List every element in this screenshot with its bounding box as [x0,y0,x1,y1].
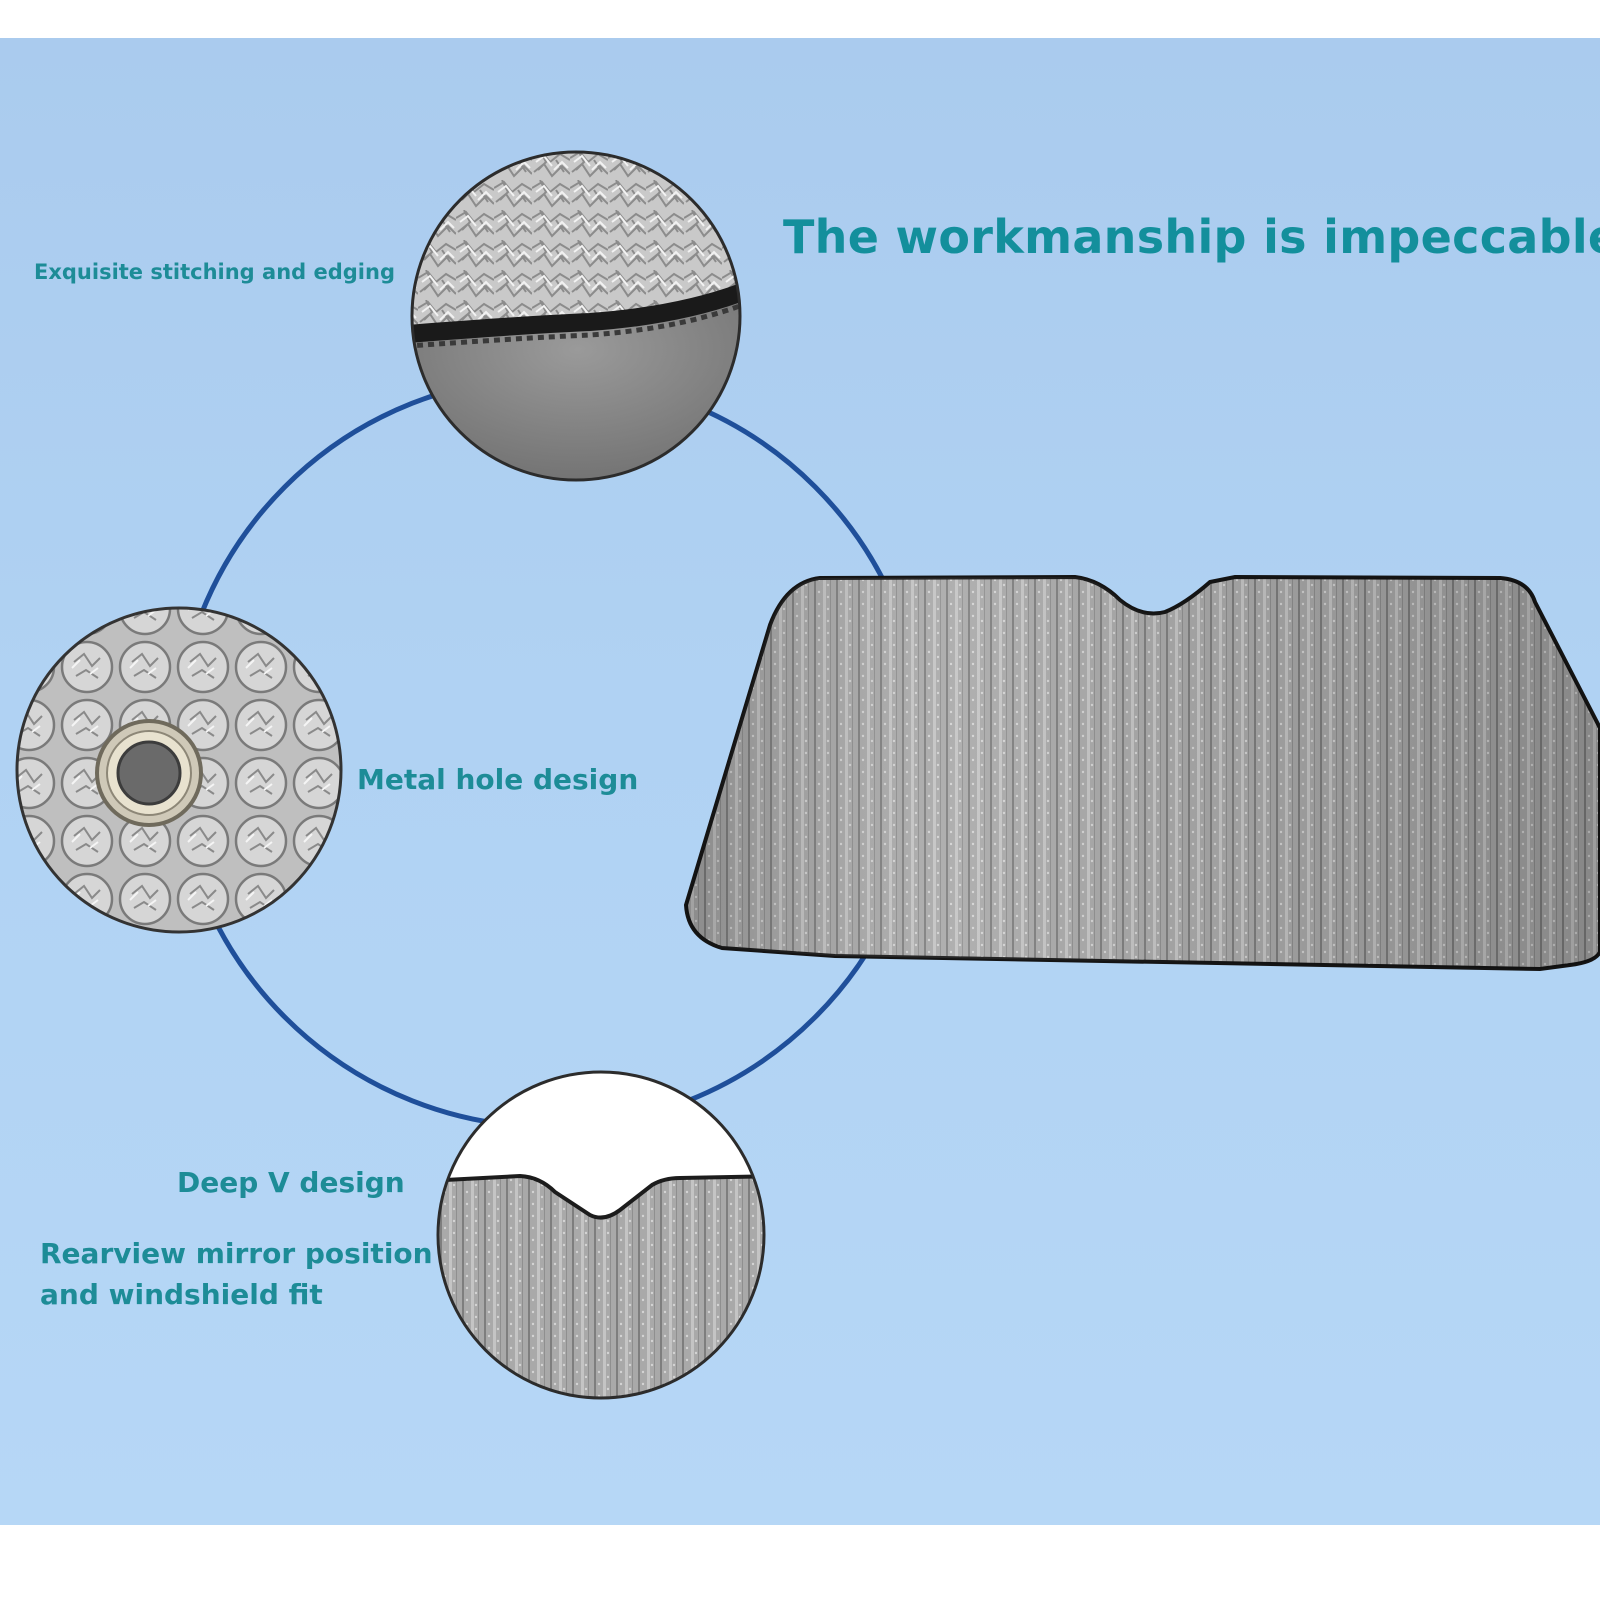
metal-hole-label: Metal hole design [357,763,639,796]
metal-hole-detail-circle [15,606,343,934]
rearview-fit-line-1: Rearview mirror position [40,1237,433,1270]
rearview-fit-line-2: and windshield fit [40,1277,323,1311]
stitching-label: Exquisite stitching and edging [34,260,395,284]
sunshade-image [683,574,1600,972]
headline: The workmanship is impeccable [783,210,1600,264]
stitching-detail-circle [410,150,742,482]
deep-v-label: Deep V design [177,1166,405,1199]
deep-v-detail-circle [436,1070,766,1400]
rearview-fit-label: Rearview mirror position and windshield … [40,1234,433,1315]
